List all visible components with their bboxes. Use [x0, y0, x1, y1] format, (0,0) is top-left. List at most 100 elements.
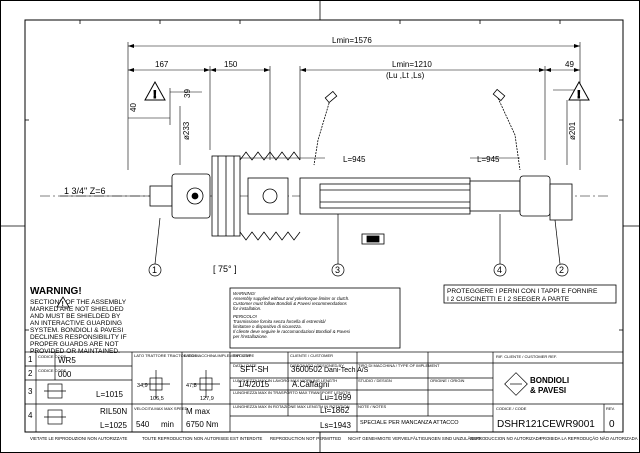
codice-label: CODICE / CODE — [496, 406, 527, 411]
callout-2: 2 — [555, 263, 569, 277]
dimension-texts: Lmin=1576 167 150 Lmin=1210 (Lu ,Lt ,Ls)… — [64, 36, 577, 274]
row-value: WR5 — [58, 356, 76, 365]
warning-box-text: WARNING! Assembly supplied without and y… — [232, 291, 351, 339]
svg-text:PROIBIDA LA REPRODUÇÃO NÃO AUT: PROIBIDA LA REPRODUÇÃO NÃO AUTORIZADA — [540, 436, 638, 441]
left-length-dim: 167 — [155, 60, 169, 69]
row-value: L=1015 — [96, 390, 123, 399]
cross-symbols — [44, 370, 528, 425]
svg-text:3: 3 — [335, 265, 340, 275]
impl-label: LATO MACCHINA IMPLEMENT SIDE — [184, 353, 251, 358]
warning-line: SYSTEM. BONDIOLI & PAVESI — [30, 327, 123, 334]
dia-233: ø233 — [182, 121, 191, 140]
svg-text:!: ! — [62, 301, 64, 308]
svg-text:4: 4 — [497, 265, 502, 275]
warning-line: SECTIONS OF THE ASSEMBLY — [30, 299, 127, 306]
callout-1: 1 — [148, 263, 162, 277]
inner-shield-tube — [469, 180, 521, 212]
svg-text:for installation.: for installation. — [233, 306, 261, 311]
row-label: CODICE CODE — [38, 354, 67, 359]
right-chain — [497, 97, 521, 171]
torque-label: M max — [186, 407, 210, 416]
left-bellows-bottom — [239, 231, 301, 241]
svg-text:Il cliente deve seguire le rac: Il cliente deve seguire le raccomandazio… — [233, 329, 351, 334]
warning-icon: ! — [568, 80, 590, 102]
tube-right-length: L=945 — [477, 155, 500, 164]
cliente-value: Dani-Tech A/S — [324, 367, 369, 374]
warning-icon: ! — [144, 80, 166, 102]
date-value: 1/4/2015 — [238, 380, 270, 389]
dimension-lines — [60, 42, 581, 197]
tube-length-sub: (Lu ,Lt ,Ls) — [386, 71, 425, 80]
spline-spec: 1 3/4" Z=6 — [64, 186, 105, 196]
svg-text:VIETATE LE RIPRODUZIONI NON AU: VIETATE LE RIPRODUZIONI NON AUTORIZZATE — [30, 436, 127, 441]
cross-joint-icon — [192, 370, 220, 398]
svg-text:34,9: 34,9 — [137, 383, 148, 389]
ls-label: LUNGHEZZA MAX IN ROTAZIONE MAX LENGTH IN… — [233, 404, 350, 409]
lu-label: LUNGHEZZA MAX IN LAVORO MAX WORKING LENG… — [233, 378, 337, 383]
warning-left: WARNING! SECTIONS OF THE ASSEMBLY MARKED… — [30, 286, 127, 355]
row-num: 2 — [28, 369, 33, 378]
warning-triangles: ! ! — [144, 80, 590, 102]
callout-4: 4 — [493, 263, 507, 277]
warning-line: AN INTERACTIVE GUARDING — [30, 320, 122, 327]
row-value: RIL50N — [100, 407, 127, 416]
warning-line: PROVIDED OR MAINTAINED. — [30, 348, 120, 355]
callout-3: 3 — [331, 263, 345, 277]
footer: VIETATE LE RIPRODUZIONI NON AUTORIZZATE … — [30, 436, 638, 441]
rev-label: REV. — [606, 406, 615, 411]
yoke-length-dim: 150 — [224, 60, 238, 69]
warning-line: DECLINES RESPONSIBILITY IF — [30, 334, 127, 341]
warning-line: PROPER GUARDS ARE NOT — [30, 341, 119, 348]
svg-text:REPRODUCCION NO AUTORIZADA: REPRODUCCION NO AUTORIZADA — [470, 436, 542, 441]
cliente-code: 3600502 — [291, 365, 323, 374]
svg-text:47,8: 47,8 — [186, 383, 197, 389]
brand-line2: & PAVESI — [530, 386, 566, 395]
svg-text:I 2 CUSCINETTI E I 2 SEEGER A: I 2 CUSCINETTI E I 2 SEEGER A PARTE — [447, 296, 570, 303]
cross-joint-icon — [44, 383, 66, 399]
dimension-arrows — [128, 44, 580, 72]
brand-line1: BONDIOLI — [530, 376, 569, 385]
row-num: 3 — [28, 387, 33, 396]
right-length-dim: 49 — [565, 60, 574, 69]
note-box-text: PROTEGGERE I PERNI CON I TAPPI E FORNIRE… — [447, 288, 598, 303]
speed-label: VELOCITA MAX MAX SPEED — [134, 406, 188, 411]
rev-value: 0 — [609, 419, 615, 430]
svg-text:1: 1 — [152, 265, 157, 275]
row-value: 000 — [58, 370, 72, 379]
warning-line: MARKED ARE NOT SHIELDED — [30, 306, 124, 313]
cliente-label: CLIENTE / CUSTOMER — [290, 353, 333, 358]
cross-joint-icon — [142, 370, 170, 398]
cross-joint-icon — [44, 409, 66, 425]
row-num: 4 — [28, 411, 33, 420]
row-value-2: L=1025 — [100, 421, 127, 430]
pto-shaft — [149, 88, 573, 245]
svg-text:TOUTE REPRODUCTION NON AUTORIS: TOUTE REPRODUCTION NON AUTORISEE EST INT… — [142, 436, 262, 441]
designer-value: A.Caffagni — [292, 380, 329, 389]
svg-text:Trasmissione fornita senza for: Trasmissione fornita senza forcella di e… — [233, 319, 326, 324]
svg-text:limitatore o dispositivo di si: limitatore o dispositivo di sicurezza. — [233, 324, 302, 329]
designer-label: DISEGNATO / DESIGNED BY — [290, 363, 344, 368]
dia-201: ø201 — [568, 121, 577, 140]
tube-left-length: L=945 — [343, 155, 366, 164]
svg-text:Assembly supplied without and: Assembly supplied without and yoke/torqu… — [232, 296, 349, 301]
left-bellows-top — [239, 151, 301, 161]
svg-text:per l'installazione.: per l'installazione. — [232, 334, 268, 339]
speed-value: 540 — [136, 420, 150, 429]
dim-40: 40 — [129, 103, 138, 112]
svg-text:WARNING!: WARNING! — [233, 291, 256, 296]
rif-label: RIF. CLIENTE / CUSTOMER REF. — [496, 354, 557, 359]
angle-dim: [ 75° ] — [213, 264, 237, 274]
svg-text:127,9: 127,9 — [200, 396, 214, 402]
row-label: CODICE CODE — [38, 368, 67, 373]
callouts: 1 3 4 2 — [148, 214, 569, 277]
row-num: 1 — [28, 355, 33, 364]
right-yoke — [519, 175, 551, 217]
svg-text:Customer must follow Bondioli: Customer must follow Bondioli & Pavesi r… — [233, 301, 348, 306]
svg-text:106,5: 106,5 — [150, 396, 164, 402]
studio-label: STUDIO / DESIGN — [358, 378, 392, 383]
left-chain — [313, 99, 331, 166]
lt-label: LUNGHEZZA MAX IN TRASPORTO MAX TRANSPORT… — [233, 390, 350, 395]
svg-text:NICHT GENEHMIGTE VERVIELFÄLTIG: NICHT GENEHMIGTE VERVIELFÄLTIGUNGEN SIND… — [348, 436, 481, 441]
